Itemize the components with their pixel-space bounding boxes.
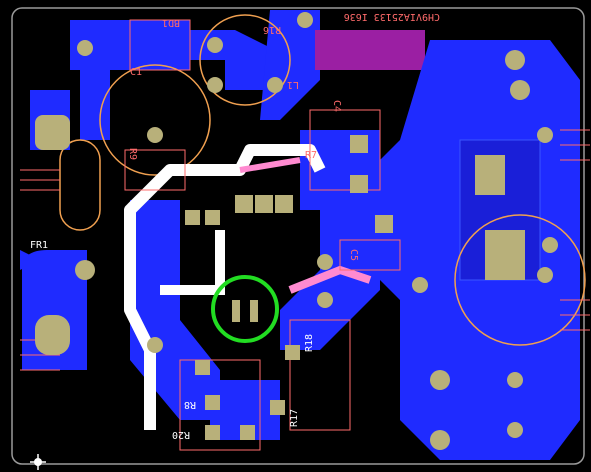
label-l1: L1: [287, 79, 299, 90]
pads[interactable]: [35, 12, 558, 450]
label-r7: R7: [305, 150, 317, 161]
orange-fuse-outline: [59, 139, 101, 231]
label-r18: R18: [304, 334, 315, 352]
selected-component-ring[interactable]: [211, 275, 279, 343]
label-bd1: BD1: [162, 17, 180, 28]
violet-area: [315, 30, 425, 70]
pink-trace-2: [239, 157, 301, 173]
label-fr1: FR1: [30, 240, 48, 251]
orange-cap-outline-3: [454, 214, 586, 346]
label-r20: R20: [172, 429, 190, 440]
label-top-right-marking: CH9VIA25133 I636: [344, 11, 440, 22]
label-c1: C1: [130, 67, 142, 78]
crosshair-icon: [30, 454, 46, 470]
silkscreen-lines: [20, 19, 590, 451]
keepout-path: [124, 144, 326, 430]
copper-bd1: [70, 20, 190, 140]
copper-top-mid: [175, 30, 275, 90]
label-c5: C5: [348, 249, 359, 261]
label-r8: R8: [184, 399, 196, 410]
copper-left-strip: [20, 250, 40, 270]
label-r9: R9: [127, 148, 138, 160]
label-r17: R17: [289, 409, 300, 427]
board-outline: [11, 7, 585, 465]
label-c4: C4: [331, 100, 342, 112]
copper-center-left: [130, 200, 220, 420]
orange-cap-outline-2: [199, 14, 291, 106]
selected-pad-left[interactable]: [232, 300, 240, 322]
selected-pad-right[interactable]: [250, 300, 258, 322]
label-r16: R16: [263, 24, 281, 35]
orange-cap-outline-1: [99, 64, 211, 176]
copper-bottom: [210, 380, 280, 440]
